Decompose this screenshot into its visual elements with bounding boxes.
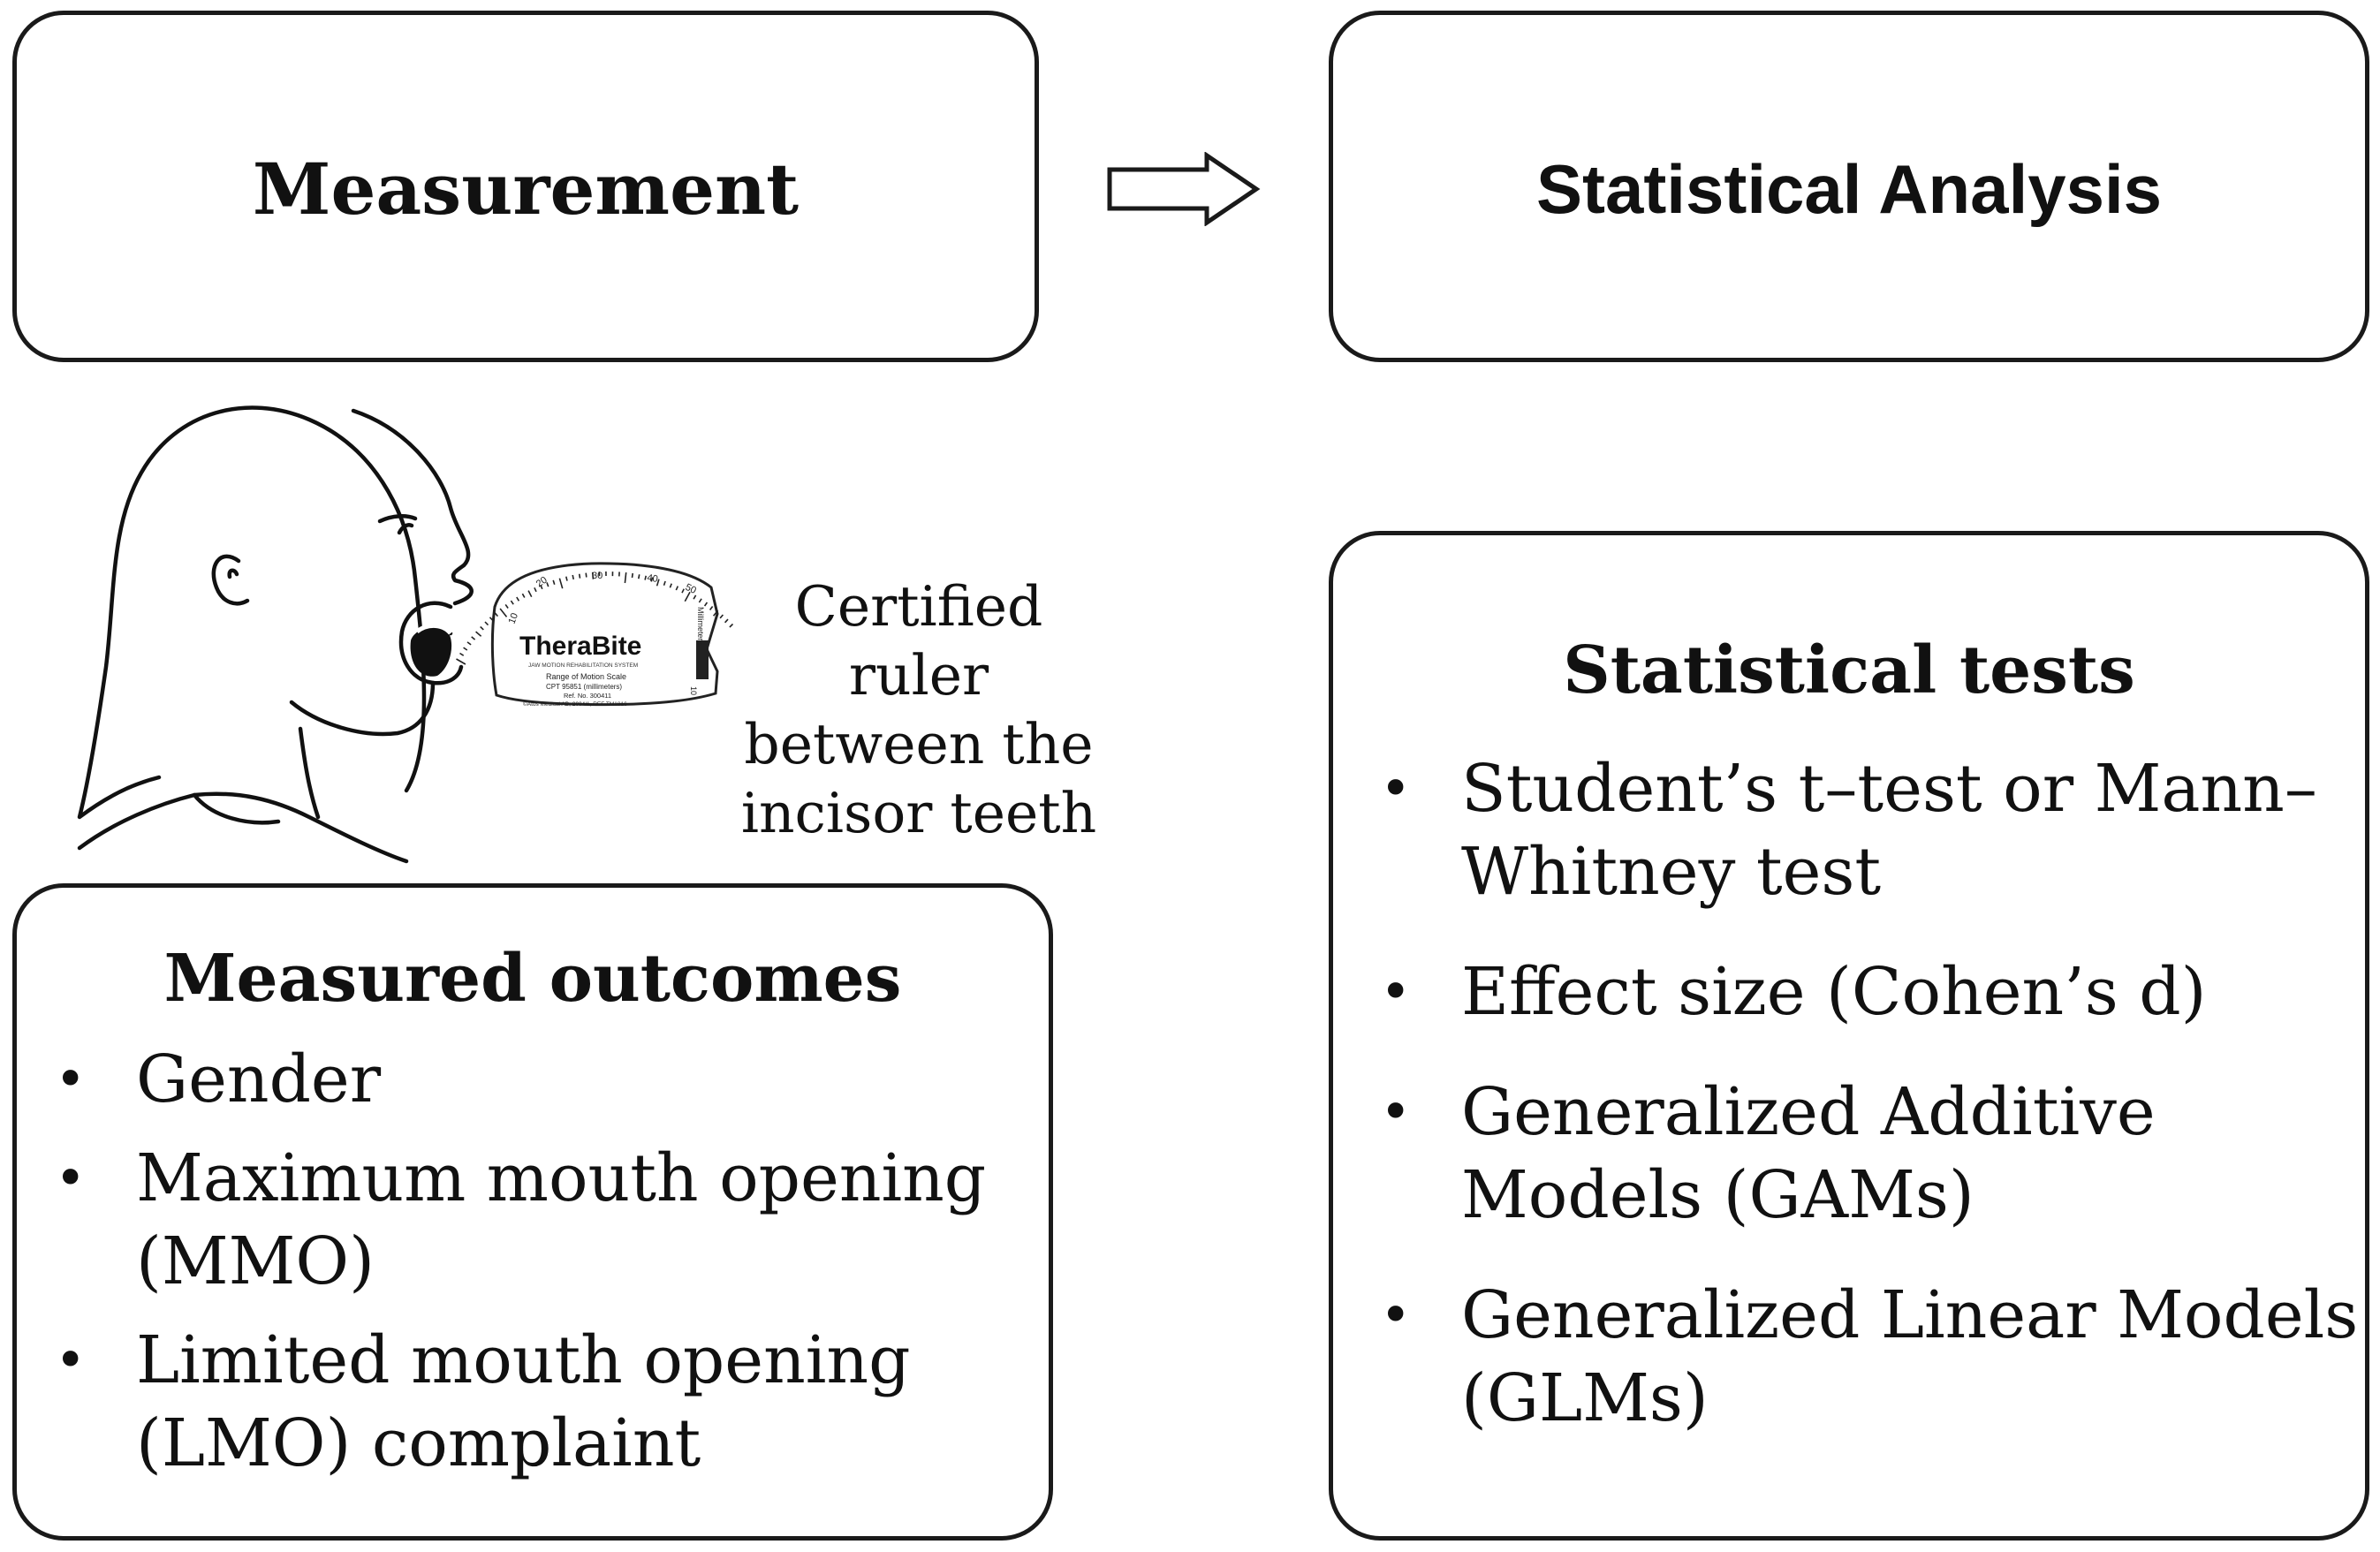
ruler-tick — [684, 591, 691, 602]
ruler-tick — [466, 641, 472, 646]
ruler-tick — [494, 612, 499, 617]
list-item: • Generalized Additive Models (GAMs) — [1380, 1071, 2358, 1237]
ruler-subtitle: JAW MOTION REHABILITATION SYSTEM — [528, 662, 638, 669]
bullet-icon: • — [1380, 1284, 1412, 1346]
caption-line: between the — [744, 712, 1094, 776]
eye — [377, 514, 418, 535]
ruler-tick — [480, 625, 484, 631]
measured-outcomes-title: Measured outcomes — [163, 941, 902, 1017]
ruler-tick — [675, 586, 679, 591]
ruler-tick — [516, 596, 520, 602]
list-item: • Limited mouth opening (LMO) complaint — [55, 1319, 986, 1485]
tests-list: • Student’s t–test or Mann– Whitney test… — [1380, 747, 2358, 1440]
statistical-tests-box: Statistical tests • Student’s t–test or … — [1329, 531, 2369, 1541]
ruler-tick — [521, 593, 526, 598]
ruler-tick — [499, 608, 508, 617]
neck — [298, 726, 321, 820]
therabite-ruler: 10 20 30 40 50 Millimeters 10 TheraBite … — [456, 562, 733, 708]
bullet-icon: • — [1380, 758, 1412, 820]
ruler-tick-label: 40 — [646, 572, 658, 585]
ruler-brand: TheraBite — [519, 632, 641, 661]
ruler-tick — [534, 587, 537, 593]
open-mouth — [398, 601, 464, 685]
ruler-scale-name: Range of Motion Scale — [546, 672, 626, 681]
right-arrow-icon — [1107, 152, 1261, 226]
ruler-tick — [669, 583, 672, 588]
ruler-tick — [459, 652, 465, 656]
list-item: • Gender — [55, 1038, 986, 1121]
bullet-icon: • — [55, 1147, 87, 1209]
ruler-tick-label: 20 — [534, 575, 550, 590]
ruler-side-tick: 10 — [689, 686, 698, 695]
shoulders — [77, 791, 409, 864]
ruler-tick — [456, 658, 466, 665]
ruler-tick — [546, 582, 550, 587]
statistical-analysis-box: Statistical Analysis — [1329, 11, 2369, 362]
ruler-tick — [698, 598, 702, 603]
list-item: • Effect size (Cohen’s d) — [1380, 950, 2358, 1033]
ruler-tick — [709, 606, 714, 610]
measurement-box: Measurement — [12, 11, 1039, 362]
jaw — [289, 680, 436, 737]
ruler-tick — [565, 576, 568, 581]
ruler-tick — [471, 636, 476, 640]
ruler-tick — [475, 631, 482, 637]
ruler-unit-label: Millimeters — [696, 607, 705, 646]
ruler-tick-label: 50 — [684, 582, 698, 596]
list-item: • Student’s t–test or Mann– Whitney test — [1380, 747, 2358, 913]
ruler-tick — [724, 618, 729, 624]
ruler-cpt: CPT 95851 (millimeters) — [546, 683, 622, 691]
patient-measurement-illustration: 10 20 30 40 50 Millimeters 10 TheraBite … — [77, 405, 733, 864]
ruler-tick — [489, 617, 494, 622]
ruler-tick — [650, 577, 654, 582]
ruler-tick — [703, 602, 709, 607]
ruler-tick — [712, 609, 719, 617]
ruler-tick — [510, 600, 514, 605]
caption-line: Certified ruler — [794, 574, 1043, 708]
ruler-tick-label: 30 — [592, 571, 603, 581]
outcomes-list: • Gender • Maximum mouth opening (MMO) •… — [55, 1038, 986, 1485]
ruler-tick — [572, 574, 574, 580]
ear — [211, 554, 250, 606]
measured-outcomes-box: Measured outcomes • Gender • Maximum mou… — [12, 883, 1053, 1541]
ruler-tick-marks — [456, 571, 733, 665]
ruler-tick — [484, 621, 489, 626]
ruler-tick — [719, 614, 724, 619]
ruler-tick — [656, 579, 660, 587]
ruler-tick — [540, 584, 543, 590]
ruler-tick — [663, 580, 666, 586]
ruler-tick — [681, 588, 685, 594]
ruler-tick — [504, 603, 509, 609]
bullet-icon: • — [1380, 961, 1412, 1023]
ruler-tick — [552, 579, 556, 585]
ruler-tick — [638, 574, 640, 579]
face-profile — [351, 408, 474, 606]
hair-outline — [77, 405, 427, 820]
ruler-tick — [591, 572, 595, 579]
ruler-tick-label: 10 — [507, 611, 520, 625]
ruler-copyright: ©Atos Medical AB, 2004/1, REF TM1816 — [523, 700, 627, 708]
bullet-icon: • — [55, 1329, 87, 1391]
ruler-tick — [463, 647, 468, 651]
caption-line: incisor teeth — [740, 781, 1097, 845]
list-item: • Generalized Linear Models (GLMs) — [1380, 1274, 2358, 1440]
ruler-tick — [558, 578, 564, 589]
bullet-icon: • — [1380, 1081, 1412, 1143]
ruler-tick — [585, 572, 587, 578]
ruler-caption: Certified ruler between the incisor teet… — [724, 572, 1113, 848]
statistical-tests-title: Statistical tests — [1563, 632, 2135, 708]
mouth-interior — [410, 628, 452, 677]
bullet-icon: • — [55, 1049, 87, 1110]
ruler-tick — [693, 594, 697, 600]
statistical-analysis-title: Statistical Analysis — [1535, 150, 2163, 228]
measurement-title: Measurement — [252, 148, 800, 231]
list-item: • Maximum mouth opening (MMO) — [55, 1137, 986, 1303]
ruler-tick — [644, 575, 647, 580]
ruler-tick — [729, 623, 733, 628]
ruler-tick — [527, 590, 533, 598]
ruler-ref: Ref. No. 300411 — [564, 692, 611, 700]
